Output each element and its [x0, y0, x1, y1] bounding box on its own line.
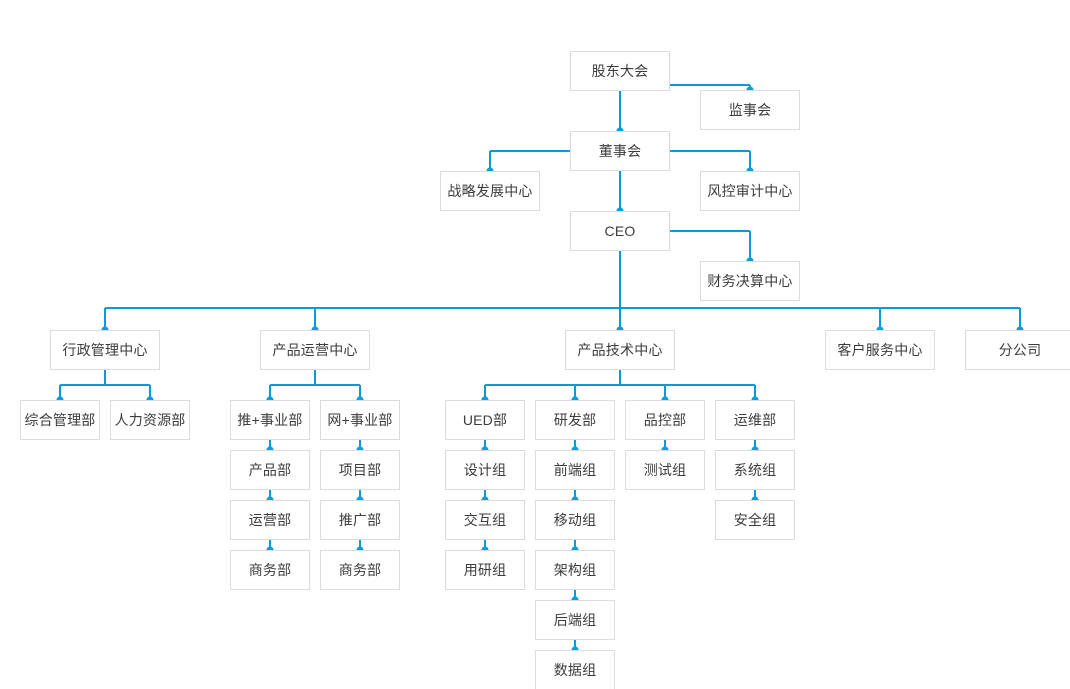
org-node-label: 财务决算中心 — [707, 273, 793, 289]
org-node-n32[interactable]: 数据组 — [535, 650, 615, 689]
org-node-label: 项目部 — [338, 462, 382, 478]
org-node-label: 客户服务中心 — [837, 342, 923, 358]
org-node-label: 商务部 — [338, 562, 382, 578]
org-node-label: 运营部 — [248, 512, 292, 528]
org-node-label: 安全组 — [733, 512, 777, 528]
org-node-label: 前端组 — [553, 462, 597, 478]
org-node-n10[interactable]: 产品技术中心 — [565, 330, 675, 370]
org-node-label: CEO — [604, 223, 636, 239]
org-node-n35[interactable]: 运维部 — [715, 400, 795, 440]
org-node-label: UED部 — [462, 412, 508, 428]
org-node-n12[interactable]: 分公司 — [965, 330, 1070, 370]
org-node-n28[interactable]: 前端组 — [535, 450, 615, 490]
org-node-label: 设计组 — [463, 462, 507, 478]
org-node-label: 分公司 — [998, 342, 1042, 358]
org-node-n24[interactable]: 设计组 — [445, 450, 525, 490]
org-node-label: 推+事业部 — [237, 412, 303, 428]
org-node-n27[interactable]: 研发部 — [535, 400, 615, 440]
org-node-n30[interactable]: 架构组 — [535, 550, 615, 590]
org-node-label: 运维部 — [733, 412, 777, 428]
org-node-n26[interactable]: 用研组 — [445, 550, 525, 590]
org-node-n20[interactable]: 项目部 — [320, 450, 400, 490]
org-node-n1[interactable]: 股东大会 — [570, 51, 670, 91]
org-node-n8[interactable]: 行政管理中心 — [50, 330, 160, 370]
org-node-n18[interactable]: 商务部 — [230, 550, 310, 590]
org-node-n4[interactable]: 战略发展中心 — [440, 171, 540, 211]
org-node-label: 董事会 — [598, 143, 642, 159]
org-node-label: 推广部 — [338, 512, 382, 528]
org-node-label: 后端组 — [553, 612, 597, 628]
org-node-n21[interactable]: 推广部 — [320, 500, 400, 540]
org-node-label: 股东大会 — [591, 63, 649, 79]
org-node-n5[interactable]: 风控审计中心 — [700, 171, 800, 211]
org-node-n3[interactable]: 董事会 — [570, 131, 670, 171]
org-node-label: 架构组 — [553, 562, 597, 578]
org-node-label: 产品技术中心 — [577, 342, 663, 358]
org-node-n14[interactable]: 人力资源部 — [110, 400, 190, 440]
org-node-n25[interactable]: 交互组 — [445, 500, 525, 540]
org-node-label: 产品部 — [248, 462, 292, 478]
org-node-label: 人力资源部 — [114, 412, 186, 428]
org-node-label: 数据组 — [553, 662, 597, 678]
org-node-label: 行政管理中心 — [62, 342, 148, 358]
org-node-label: 移动组 — [553, 512, 597, 528]
org-node-label: 综合管理部 — [24, 412, 96, 428]
org-node-n37[interactable]: 安全组 — [715, 500, 795, 540]
org-node-label: 风控审计中心 — [707, 183, 793, 199]
org-node-n11[interactable]: 客户服务中心 — [825, 330, 935, 370]
org-node-n15[interactable]: 推+事业部 — [230, 400, 310, 440]
org-node-label: 战略发展中心 — [447, 183, 533, 199]
org-node-n2[interactable]: 监事会 — [700, 90, 800, 130]
org-node-label: 品控部 — [643, 412, 687, 428]
org-node-n9[interactable]: 产品运营中心 — [260, 330, 370, 370]
org-node-label: 研发部 — [553, 412, 597, 428]
org-node-n7[interactable]: 财务决算中心 — [700, 261, 800, 301]
org-node-n6[interactable]: CEO — [570, 211, 670, 251]
org-node-label: 测试组 — [643, 462, 687, 478]
org-node-label: 网+事业部 — [327, 412, 393, 428]
org-node-label: 监事会 — [728, 102, 772, 118]
org-node-label: 产品运营中心 — [272, 342, 358, 358]
org-node-n22[interactable]: 商务部 — [320, 550, 400, 590]
org-node-n33[interactable]: 品控部 — [625, 400, 705, 440]
org-node-label: 系统组 — [733, 462, 777, 478]
org-node-label: 用研组 — [463, 562, 507, 578]
org-node-n31[interactable]: 后端组 — [535, 600, 615, 640]
org-node-n13[interactable]: 综合管理部 — [20, 400, 100, 440]
org-node-n34[interactable]: 测试组 — [625, 450, 705, 490]
org-node-n16[interactable]: 产品部 — [230, 450, 310, 490]
org-node-n36[interactable]: 系统组 — [715, 450, 795, 490]
org-node-n23[interactable]: UED部 — [445, 400, 525, 440]
org-node-n19[interactable]: 网+事业部 — [320, 400, 400, 440]
org-node-label: 商务部 — [248, 562, 292, 578]
org-node-n29[interactable]: 移动组 — [535, 500, 615, 540]
org-node-n17[interactable]: 运营部 — [230, 500, 310, 540]
org-node-label: 交互组 — [463, 512, 507, 528]
